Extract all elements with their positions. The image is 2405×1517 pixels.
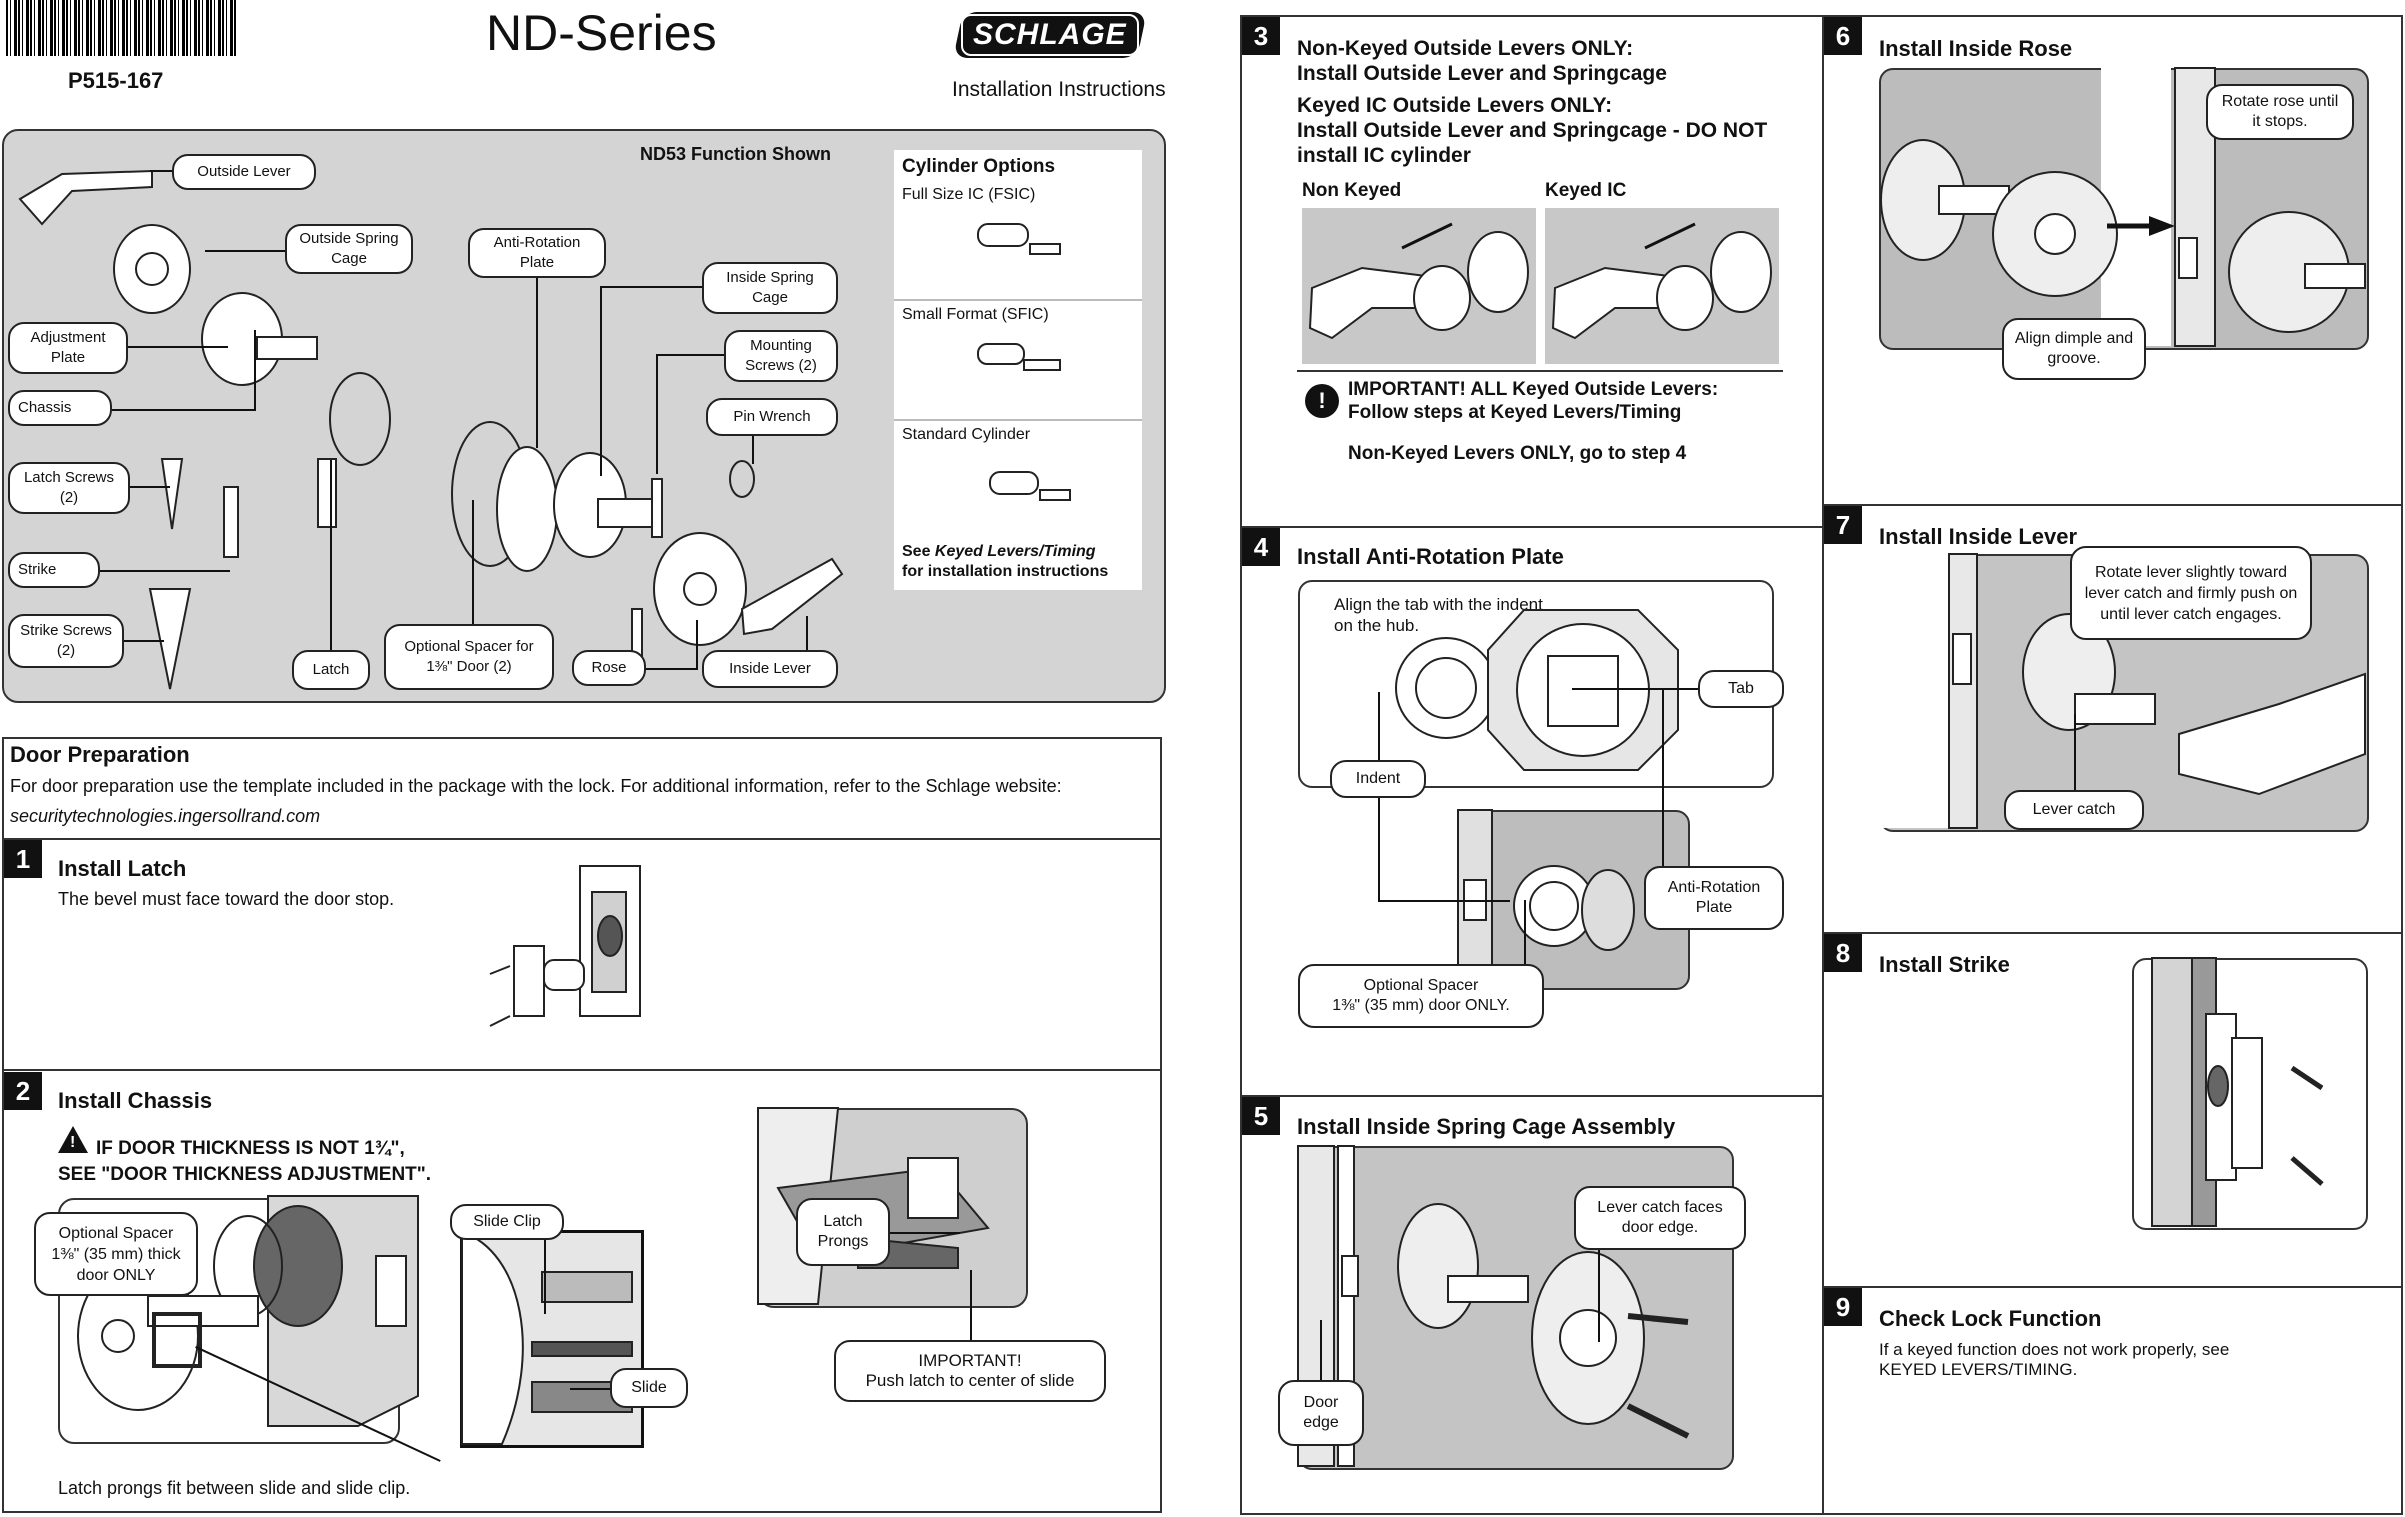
warning-icon xyxy=(58,1126,88,1153)
door-prep-title: Door Preparation xyxy=(10,742,190,767)
step-4-bottom-illustration xyxy=(1298,809,1635,985)
step-2-title: Install Chassis xyxy=(58,1088,213,1113)
cylinder-standard: Standard Cylinder xyxy=(902,426,1031,443)
step-7-number: 7 xyxy=(1824,506,1862,544)
step-3-heading: Non-Keyed Outside Levers ONLY: Install O… xyxy=(1297,37,1768,167)
step-6-illustration xyxy=(1880,67,2366,347)
label-mounting-screws: Mounting Screws (2) xyxy=(724,330,838,382)
door-prep-text: For door preparation use the template in… xyxy=(10,776,1062,796)
label-pin-wrench: Pin Wrench xyxy=(706,398,838,436)
step-4-anti-rotation: Anti-Rotation Plate xyxy=(1644,866,1784,930)
label-outside-lever: Outside Lever xyxy=(172,154,316,190)
brand-logo: SCHLAGE xyxy=(953,12,1147,58)
doc-number: P515-167 xyxy=(68,68,164,93)
step-6-title: Install Inside Rose xyxy=(1879,36,2073,61)
cylinder-options-box: Cylinder Options Full Size IC (FSIC) Sma… xyxy=(894,150,1142,590)
series-title: ND-Series xyxy=(486,5,717,61)
step-8-illustration xyxy=(2151,957,2324,1227)
step-1-text: The bevel must face toward the door stop… xyxy=(58,889,395,909)
step-2-slide: Slide xyxy=(610,1368,688,1408)
step-1-title: Install Latch xyxy=(58,856,187,881)
function-shown: ND53 Function Shown xyxy=(640,144,831,164)
label-rose: Rose xyxy=(572,650,646,686)
cylinder-see-note: See Keyed Levers/Timing for installation… xyxy=(902,543,1109,580)
step-2-warning-2: SEE "DOOR THICKNESS ADJUSTMENT". xyxy=(58,1164,432,1185)
step-4-spacer: Optional Spacer 1⅜" (35 mm) door ONLY. xyxy=(1298,964,1544,1028)
label-latch-screws: Latch Screws (2) xyxy=(8,462,130,514)
step-5-number: 5 xyxy=(1242,1097,1280,1135)
step-9-number: 9 xyxy=(1824,1288,1862,1326)
step-9-title: Check Lock Function xyxy=(1879,1306,2102,1331)
warning-exclaim: ! xyxy=(70,1134,76,1151)
step-2-footer: Latch prongs fit between slide and slide… xyxy=(58,1478,411,1498)
left-lower-frame xyxy=(2,737,1162,1513)
door-prep-url: securitytechnologies.ingersollrand.com xyxy=(10,806,321,826)
step-5-door-edge: Door edge xyxy=(1278,1380,1364,1446)
cylinder-sfic: Small Format (SFIC) xyxy=(902,306,1049,323)
step-4-title: Install Anti-Rotation Plate xyxy=(1297,544,1564,569)
step-4-top-illustration xyxy=(1395,609,1679,771)
label-outside-spring-cage: Outside Spring Cage xyxy=(285,224,413,274)
step-3-important: IMPORTANT! ALL Keyed Outside Levers: Fol… xyxy=(1348,379,1719,464)
right-frame xyxy=(1240,15,2403,1515)
label-optional-spacer: Optional Spacer for 1⅜" Door (2) xyxy=(384,624,554,690)
step-3-number: 3 xyxy=(1242,17,1280,55)
step-8-title: Install Strike xyxy=(1879,952,2010,977)
step-4-tab: Tab xyxy=(1698,670,1784,708)
step-6-align: Align dimple and groove. xyxy=(2002,318,2146,380)
step-3-col-nonkeyed: Non Keyed xyxy=(1302,180,1402,201)
label-strike: Strike xyxy=(8,552,100,588)
step-7-title: Install Inside Lever xyxy=(1879,524,2078,549)
step-7-lever-catch: Lever catch xyxy=(2004,790,2144,830)
subtitle: Installation Instructions xyxy=(952,78,1166,101)
step-2-warning-1: IF DOOR THICKNESS IS NOT 1¾", xyxy=(96,1138,405,1159)
step-2-chassis-illustration xyxy=(77,1195,419,1427)
step-2-important: IMPORTANT! Push latch to center of slide xyxy=(834,1340,1106,1402)
step-2-spacer-label: Optional Spacer 1⅜" (35 mm) thick door O… xyxy=(34,1212,198,1296)
step-2-number: 2 xyxy=(4,1072,42,1110)
label-anti-rotation-plate: Anti-Rotation Plate xyxy=(468,228,606,278)
step-8-number: 8 xyxy=(1824,934,1862,972)
label-latch: Latch xyxy=(292,650,370,690)
step-1-illustration xyxy=(489,865,641,1027)
step-4-align-text: Align the tab with the indent on the hub… xyxy=(1334,595,1543,635)
step-5-lever-catch: Lever catch faces door edge. xyxy=(1574,1186,1746,1250)
cylinder-options-title: Cylinder Options xyxy=(902,156,1056,177)
step-4-number: 4 xyxy=(1242,528,1280,566)
important-icon: ! xyxy=(1305,384,1339,418)
step-2-latch-prongs: Latch Prongs xyxy=(796,1198,890,1266)
step-3-col-keyedic: Keyed IC xyxy=(1545,180,1627,201)
label-inside-spring-cage: Inside Spring Cage xyxy=(702,262,838,314)
step-3-illustrations xyxy=(1308,222,1772,340)
label-adjustment-plate: Adjustment Plate xyxy=(8,322,128,374)
step-1-number: 1 xyxy=(4,840,42,878)
label-inside-lever: Inside Lever xyxy=(702,650,838,688)
step-6-number: 6 xyxy=(1824,17,1862,55)
label-strike-screws: Strike Screws (2) xyxy=(8,614,124,668)
step-9-text: If a keyed function does not work proper… xyxy=(1879,1340,2230,1379)
step-7-rotate: Rotate lever slightly toward lever catch… xyxy=(2070,546,2312,640)
label-chassis: Chassis xyxy=(8,390,112,426)
step-6-rotate: Rotate rose until it stops. xyxy=(2206,84,2354,140)
step-5-title: Install Inside Spring Cage Assembly xyxy=(1297,1114,1676,1139)
cylinder-fsic: Full Size IC (FSIC) xyxy=(902,186,1036,203)
barcode xyxy=(6,0,238,56)
step-7-illustration xyxy=(1879,553,2366,829)
step-4-indent: Indent xyxy=(1330,760,1426,798)
step-2-slide-clip: Slide Clip xyxy=(450,1204,564,1240)
parts-illustration xyxy=(18,169,844,690)
step-2-zoom-illustration xyxy=(461,1230,633,1445)
